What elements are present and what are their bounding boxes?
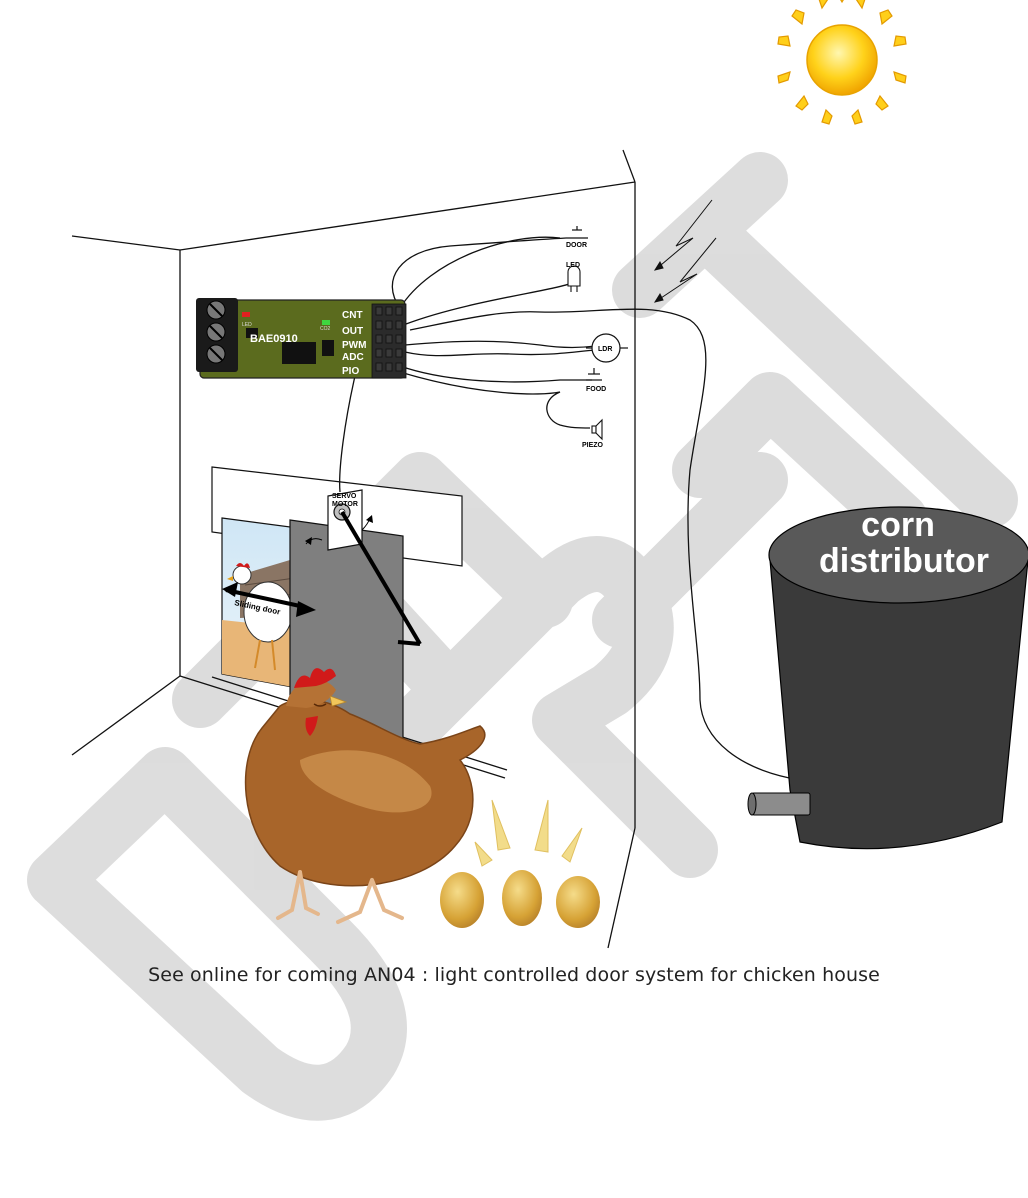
caption: See online for coming AN04 : light contr… <box>0 964 1028 986</box>
pin-label-adc: ADC <box>342 352 364 363</box>
bae0910-board: BAE0910 LED CO2 CNT OUT PWM ADC PIO <box>196 298 406 378</box>
egg-glow <box>475 800 582 866</box>
food-label: FOOD <box>586 386 606 393</box>
corn-label-line2: distributor <box>819 542 989 580</box>
board-small-label-led: LED <box>242 322 252 328</box>
switch-icon <box>566 226 588 238</box>
corn-label-line1: corn <box>861 506 935 544</box>
led-label: LED <box>566 262 580 269</box>
pin-label-pio: PIO <box>342 366 359 377</box>
pin-header <box>372 304 406 378</box>
board-small-label-co2: CO2 <box>320 326 331 332</box>
servo-label-1: SERVO <box>332 493 357 500</box>
food-switch-icon <box>586 368 602 380</box>
ldr-label: LDR <box>598 346 612 353</box>
led-icon <box>568 266 580 292</box>
piezo-icon <box>592 420 602 439</box>
servo-label-2: MOTOR <box>332 501 358 508</box>
board-name: BAE0910 <box>250 333 298 345</box>
egg-icon <box>440 870 600 928</box>
piezo-label: PIEZO <box>582 442 604 449</box>
pin-label-cnt: CNT <box>342 310 363 321</box>
door-label: DOOR <box>566 242 587 249</box>
pin-label-out: OUT <box>342 326 363 337</box>
pin-label-pwm: PWM <box>342 340 366 351</box>
ldr-icon: LDR <box>586 334 628 362</box>
sun-icon <box>778 0 906 124</box>
corn-distributor: corn distributor <box>748 506 1028 849</box>
